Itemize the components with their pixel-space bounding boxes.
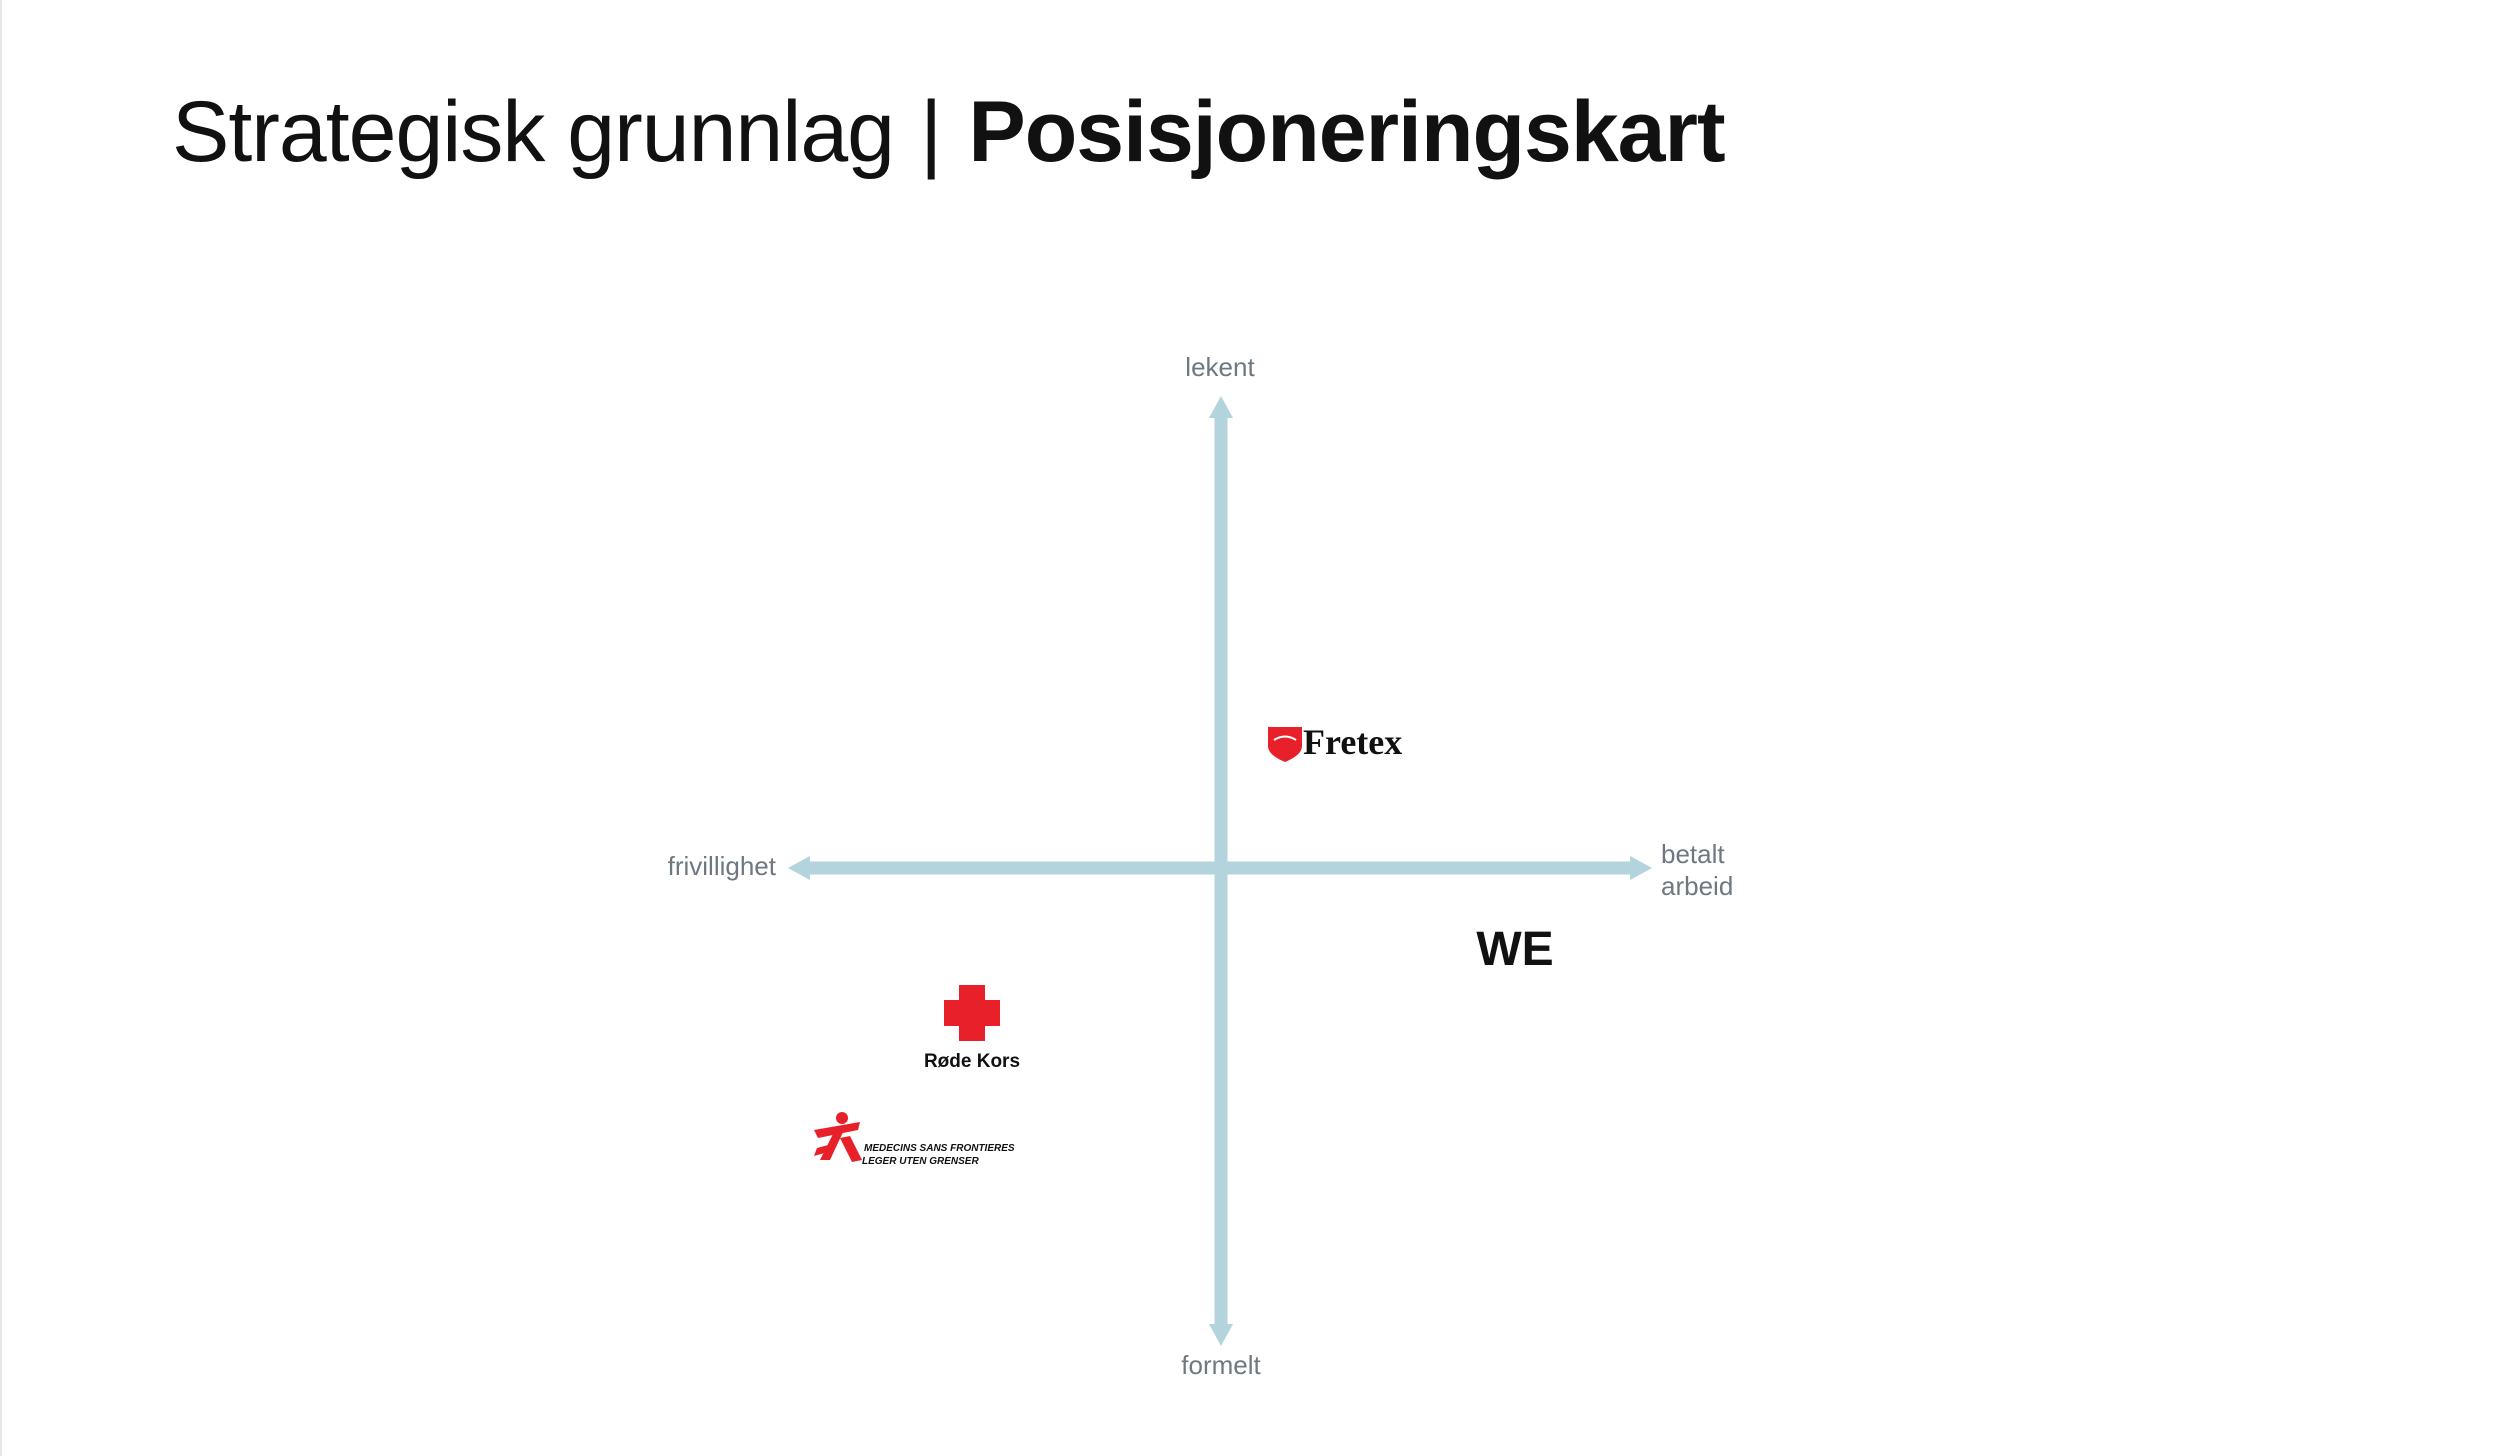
vertical-axis-arrow-up <box>1209 396 1233 418</box>
horizontal-axis-arrow-left <box>788 856 810 880</box>
axis-label-bottom: formelt <box>1181 1350 1261 1380</box>
running-man-icon <box>814 1112 862 1162</box>
horizontal-axis <box>788 856 1652 880</box>
rode-kors-logo: Røde Kors <box>924 985 1020 1072</box>
axis-label-right-line2: arbeid <box>1661 871 1733 901</box>
fretex-logo: Fretex <box>1268 722 1402 762</box>
horizontal-axis-arrow-right <box>1630 856 1652 880</box>
title-light: Strategisk grunnlag <box>172 84 895 180</box>
axis-label-top: lekent <box>1185 352 1255 382</box>
axis-label-left: frivillighet <box>668 851 777 881</box>
fretex-label: Fretex <box>1303 722 1402 762</box>
page-title: Strategisk grunnlag | Posisjoneringskart <box>172 72 1726 192</box>
msf-logo: MEDECINS SANS FRONTIERES LEGER UTEN GREN… <box>814 1112 1015 1167</box>
msf-label-line2: LEGER UTEN GRENSER <box>862 1156 979 1167</box>
red-cross-icon <box>944 985 1000 1041</box>
shield-icon <box>1268 727 1302 762</box>
vertical-axis-arrow-down <box>1209 1324 1233 1346</box>
rode-kors-label: Røde Kors <box>924 1051 1020 1072</box>
we-label: WE <box>1476 923 1553 976</box>
title-bold: Posisjoneringskart <box>968 84 1725 180</box>
axis-label-right-line1: betalt <box>1661 839 1725 869</box>
title-separator: | <box>920 84 943 180</box>
msf-label-line1: MEDECINS SANS FRONTIERES <box>864 1143 1015 1154</box>
